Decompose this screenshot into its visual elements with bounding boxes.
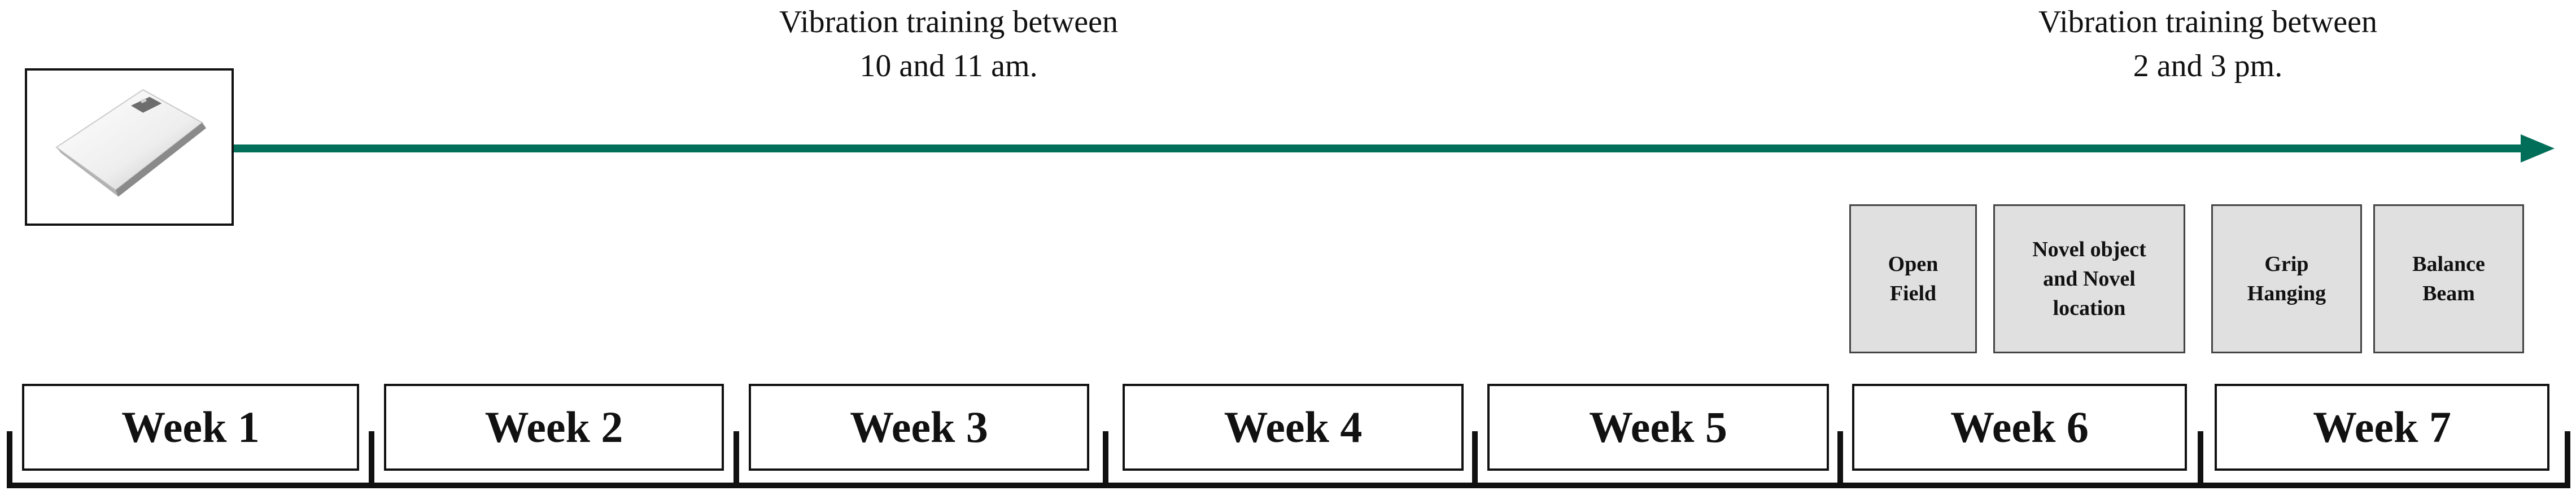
bathroom-scale-icon <box>55 89 206 197</box>
test-grip-hanging: Grip Hanging <box>2211 204 2362 353</box>
test-label: Grip <box>2264 252 2309 276</box>
caption-morning-training: Vibration training between 10 and 11 am. <box>599 0 1299 88</box>
week-2-box: Week 2 <box>384 384 724 471</box>
week-4-box: Week 4 <box>1123 384 1464 471</box>
week-6-box: Week 6 <box>1852 384 2187 471</box>
caption-line: Vibration training between <box>2038 5 2377 40</box>
test-label: location <box>2053 296 2126 320</box>
bathroom-scale-image <box>25 68 234 226</box>
test-open-field: Open Field <box>1849 204 1977 353</box>
test-label: Field <box>1889 282 1937 305</box>
week-7-box: Week 7 <box>2215 384 2549 471</box>
test-label: Open <box>1888 252 1938 276</box>
test-novel-object-location: Novel object and Novel location <box>1993 204 2185 353</box>
caption-line: 2 and 3 pm. <box>2133 49 2283 84</box>
test-label: Hanging <box>2247 282 2326 305</box>
test-label: Novel object <box>2032 238 2146 261</box>
week-1-box: Week 1 <box>22 384 359 471</box>
caption-afternoon-training: Vibration training between 2 and 3 pm. <box>1858 0 2558 88</box>
test-balance-beam: Balance Beam <box>2373 204 2524 353</box>
caption-line: 10 and 11 am. <box>859 49 1038 84</box>
timeline-bracket <box>7 431 2570 488</box>
week-5-box: Week 5 <box>1487 384 1829 471</box>
week-3-box: Week 3 <box>749 384 1089 471</box>
test-label: Balance <box>2412 252 2485 276</box>
test-label: Beam <box>2422 282 2475 305</box>
timeline-arrow <box>234 134 2555 163</box>
caption-line: Vibration training between <box>779 5 1118 40</box>
test-label: and Novel <box>2043 267 2136 291</box>
